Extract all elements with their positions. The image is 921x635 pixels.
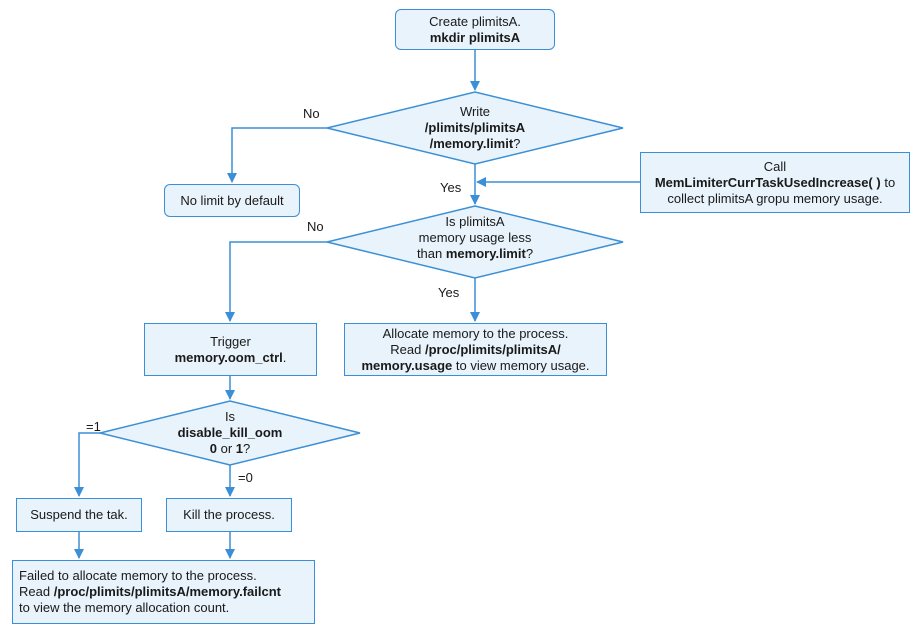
- usage-yes-label: Yes: [438, 285, 460, 300]
- call-line3: collect plimitsA gropu memory usage.: [667, 190, 883, 206]
- trigger-oom-ctrl: memory.oom_ctrl: [174, 349, 283, 365]
- create-plimits-node: Create plimitsA. mkdir plimitsA: [395, 9, 555, 50]
- usage-no-label: No: [307, 219, 324, 234]
- call-to: to: [880, 174, 896, 190]
- trigger-line1: Trigger: [210, 333, 251, 349]
- usage-line2: memory usage less: [418, 230, 532, 245]
- oom-flag: disable_kill_oom: [177, 425, 283, 440]
- kill-text: Kill the process.: [183, 507, 275, 522]
- allocate-line2: Read /proc/plimits/plimitsA/: [390, 342, 561, 358]
- oom-zero: 0: [209, 441, 217, 456]
- call-memlimiter-node: Call MemLimiterCurrTaskUsedIncrease( ) t…: [640, 152, 910, 213]
- allocate-memory-node: Allocate memory to the process. Read /pr…: [344, 323, 607, 376]
- oom-or: or: [216, 441, 236, 456]
- write-path: /plimits/plimitsA: [424, 120, 526, 135]
- write-file: /memory.limit: [429, 136, 514, 151]
- allocate-usage: memory.usage: [361, 357, 453, 373]
- trigger-oom-node: Trigger memory.oom_ctrl.: [144, 323, 317, 376]
- suspend-task-node: Suspend the tak.: [16, 498, 142, 532]
- arrow-oom-1: [74, 432, 100, 497]
- arrow-usage-no: [225, 241, 327, 322]
- oom-line1: Is: [224, 409, 236, 424]
- kill-process-node: Kill the process.: [166, 498, 292, 532]
- failed-allocation-node: Failed to allocate memory to the process…: [12, 560, 315, 624]
- oom-one: 1: [235, 441, 244, 456]
- arrow-write-no: [227, 127, 327, 183]
- create-command: mkdir plimitsA: [429, 29, 521, 45]
- oom-line3: 0 or 1?: [210, 441, 251, 457]
- usage-limit: memory.limit: [445, 246, 526, 261]
- usage-line1: Is plimitsA: [445, 214, 505, 229]
- oom-1-label: =1: [86, 419, 101, 434]
- write-no-label: No: [303, 106, 320, 121]
- usage-decision-diamond: [326, 205, 624, 279]
- oom-decision-text: Is disable_kill_oom 0 or 1?: [150, 408, 310, 458]
- write-line1: Write: [459, 104, 491, 119]
- usage-than: than: [416, 246, 446, 261]
- allocate-read: Read: [390, 341, 425, 357]
- allocate-view: to view memory usage.: [452, 357, 590, 373]
- no-limit-node: No limit by default: [164, 184, 300, 217]
- trigger-line2: memory.oom_ctrl.: [175, 350, 287, 366]
- write-q: ?: [513, 136, 521, 151]
- create-line1: Create plimitsA.: [429, 13, 521, 29]
- trigger-dot: .: [282, 349, 287, 365]
- write-line3: /memory.limit?: [430, 136, 521, 152]
- oom-0-label: =0: [238, 470, 253, 485]
- suspend-text: Suspend the tak.: [30, 507, 128, 522]
- failed-line3: to view the memory allocation count.: [19, 600, 230, 615]
- usage-decision-text: Is plimitsA memory usage less than memor…: [375, 213, 575, 263]
- oom-q: ?: [243, 441, 251, 456]
- call-line2: MemLimiterCurrTaskUsedIncrease( ) to: [655, 175, 895, 191]
- failed-line1: Failed to allocate memory to the process…: [19, 568, 257, 583]
- allocate-line1: Allocate memory to the process.: [382, 325, 569, 341]
- failed-read: Read: [19, 584, 54, 599]
- usage-line3: than memory.limit?: [417, 246, 533, 262]
- call-function: MemLimiterCurrTaskUsedIncrease( ): [654, 174, 881, 190]
- allocate-line3: memory.usage to view memory usage.: [361, 358, 589, 374]
- no-limit-text: No limit by default: [180, 192, 284, 208]
- allocate-path: /proc/plimits/plimitsA/: [424, 341, 561, 357]
- failed-line2: Read /proc/plimits/plimitsA/memory.failc…: [19, 584, 281, 600]
- oom-decision-diamond: [99, 400, 361, 466]
- call-line1: Call: [763, 158, 787, 174]
- write-yes-label: Yes: [440, 180, 462, 195]
- usage-q: ?: [525, 246, 534, 261]
- write-decision-text: Write /plimits/plimitsA /memory.limit?: [375, 103, 575, 153]
- write-decision-diamond: [326, 91, 624, 165]
- failed-path: /proc/plimits/plimitsA/memory.failcnt: [53, 584, 282, 599]
